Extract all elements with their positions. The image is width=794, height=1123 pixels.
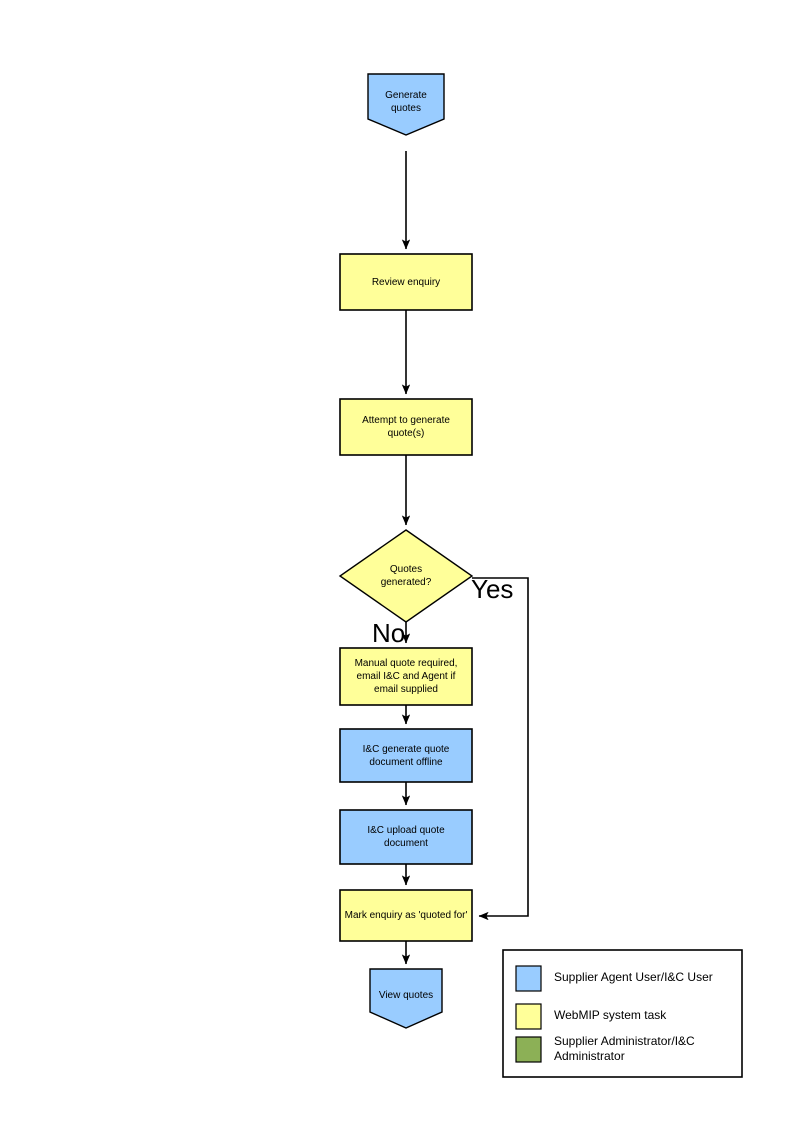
legend-swatch-user — [515, 965, 542, 992]
nodes — [338, 73, 474, 1029]
node-generate-quotes[interactable] — [367, 73, 445, 136]
legend-label-user: Supplier Agent User/I&C User — [554, 970, 713, 984]
legend-swatch-system — [515, 1003, 542, 1030]
edge-label-no: No — [372, 618, 406, 648]
legend-swatch-admin — [515, 1036, 542, 1063]
node-attempt-generate-quotes[interactable] — [339, 398, 473, 456]
node-ic-upload-quote-document[interactable] — [339, 809, 473, 865]
node-ic-generate-quote-offline[interactable] — [339, 728, 473, 783]
legend-frame — [502, 949, 743, 1078]
legend-label-system: WebMIP system task — [554, 1008, 667, 1022]
node-mark-enquiry-quoted-for[interactable] — [339, 889, 473, 942]
node-review-enquiry[interactable] — [339, 253, 473, 311]
legend — [502, 949, 743, 1078]
node-quotes-generated-decision[interactable] — [338, 529, 474, 623]
edge-decision-yes-to-mark-enquiry — [472, 577, 529, 921]
legend-label-admin: Supplier Administrator/I&C Administrator — [554, 1034, 695, 1063]
node-manual-quote-required[interactable] — [339, 647, 473, 706]
node-view-quotes[interactable] — [369, 968, 443, 1029]
edges — [401, 151, 529, 965]
edge-label-yes: Yes — [471, 574, 514, 604]
